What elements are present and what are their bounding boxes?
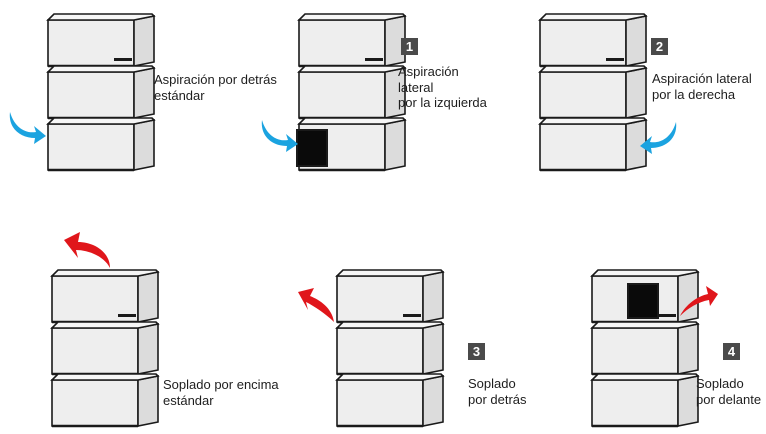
- caption-rear-exhaust: Soplado por detrás: [468, 376, 527, 407]
- cabinet-stack: [590, 269, 700, 428]
- control-strip: [606, 58, 624, 61]
- exhaust-grille: [627, 283, 659, 319]
- cabinet-tier-2: [297, 65, 407, 120]
- cabinet-stack: [50, 269, 160, 428]
- cabinet-stack: [538, 13, 648, 172]
- cabinet-tier-1: [46, 13, 156, 68]
- red-curved-arrow-icon: [64, 232, 110, 268]
- red-curved-arrow-icon: [298, 288, 334, 322]
- cabinet-tier-3: [335, 373, 445, 428]
- cabinet-tier-1: [335, 269, 445, 324]
- cabinet-tier-1: [297, 13, 407, 68]
- badge-2: 2: [651, 38, 668, 55]
- caption-top-exhaust-standard: Soplado por encima estándar: [163, 377, 279, 408]
- cabinet-stack: [335, 269, 445, 428]
- badge-1: 1: [401, 38, 418, 55]
- intake-grille: [296, 129, 328, 167]
- badge-3: 3: [468, 343, 485, 360]
- control-strip: [365, 58, 383, 61]
- control-strip: [658, 314, 676, 317]
- red-curved-arrow-icon: [680, 286, 718, 316]
- cabinet-tier-2: [538, 65, 648, 120]
- cabinet-tier-3: [46, 117, 156, 172]
- blue-curved-arrow-icon: [9, 112, 47, 144]
- control-strip: [403, 314, 421, 317]
- blue-curved-arrow-icon: [640, 122, 677, 154]
- blue-curved-arrow-icon: [261, 120, 298, 152]
- badge-4: 4: [723, 343, 740, 360]
- cabinet-tier-3: [50, 373, 160, 428]
- caption-right-intake: Aspiración lateral por la derecha: [652, 71, 752, 102]
- cabinet-tier-3: [590, 373, 700, 428]
- control-strip: [114, 58, 132, 61]
- caption-rear-intake-standard: Aspiración por detrás estándar: [154, 72, 277, 103]
- caption-front-exhaust: Soplado por delante: [696, 376, 762, 407]
- cabinet-stack: [46, 13, 156, 172]
- cabinet-tier-3: [538, 117, 648, 172]
- cabinet-tier-2: [590, 321, 700, 376]
- cabinet-tier-1: [50, 269, 160, 324]
- control-strip: [118, 314, 136, 317]
- caption-left-intake: Aspiración lateral por la izquierda: [398, 64, 487, 110]
- cabinet-stack: [296, 13, 407, 172]
